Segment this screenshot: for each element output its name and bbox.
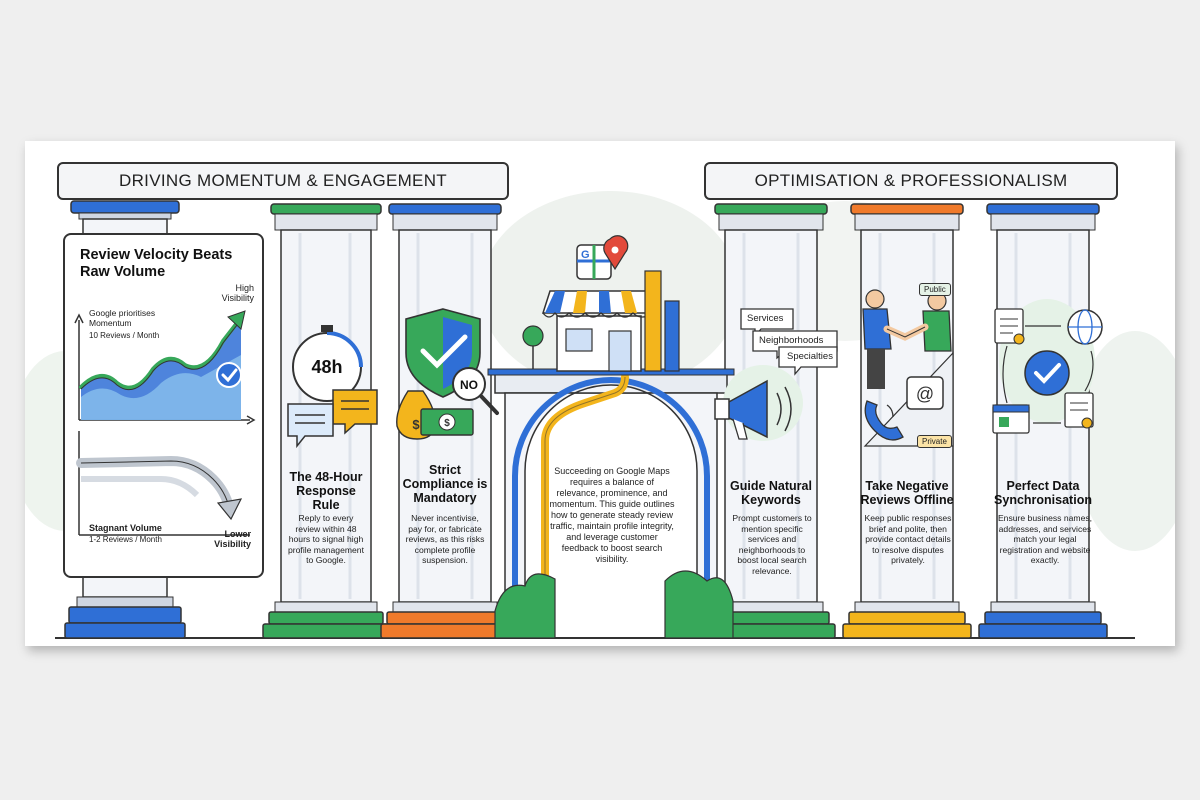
google-g-letter: G [581, 249, 590, 261]
public-tag: Public [919, 283, 951, 296]
high-visibility-label: High Visibility [221, 283, 254, 303]
stagnant-rate: 1-2 Reviews / Month [89, 535, 162, 544]
phone-icon [864, 400, 904, 441]
body-48-hour: Reply to every review within 48 hours to… [288, 513, 364, 566]
infographic-card: G 48h $ $ [25, 141, 1175, 646]
stopwatch-label: 48h [311, 357, 342, 377]
google-maps-icon [576, 235, 629, 280]
body-keywords: Prompt customers to mention specific ser… [732, 513, 812, 576]
body-negative-reviews: Keep public responses brief and polite, … [864, 513, 952, 566]
title-negative-reviews: Take Negative Reviews Offline [860, 479, 954, 507]
stagnant-label: Stagnant Volume [89, 523, 162, 533]
private-tag: Private [917, 435, 952, 448]
center-arch [487, 368, 735, 605]
body-data-sync: Ensure business names, addresses, and se… [997, 513, 1093, 566]
no-label: NO [460, 378, 478, 392]
svg-text:$: $ [412, 417, 420, 432]
section-header-optimisation: OPTIMISATION & PROFESSIONALISM [704, 162, 1118, 200]
center-intro-text: Succeeding on Google Maps requires a bal… [549, 466, 675, 564]
velocity-chart [74, 310, 256, 536]
lower-visibility-label: Lower Visibility [214, 529, 251, 549]
stopwatch-icon: 48h [292, 325, 363, 402]
magnifier-no-icon: NO [452, 367, 499, 415]
section-header-momentum: DRIVING MOMENTUM & ENGAGEMENT [57, 162, 509, 200]
title-compliance: Strict Compliance is Mandatory [402, 463, 488, 505]
megaphone-icon [714, 365, 803, 441]
body-compliance: Never incentivise, pay for, or fabricate… [405, 513, 485, 566]
svg-text:$: $ [444, 418, 450, 429]
money-bag-icon: $ $ [396, 390, 474, 440]
storefront-icon [522, 270, 680, 372]
panel-title: Review Velocity Beats Raw Volume [80, 247, 233, 280]
chat-bubbles-icon [287, 389, 378, 449]
title-48-hour: The 48-Hour Response Rule [289, 470, 363, 512]
svg-text:@: @ [916, 384, 934, 404]
keyword-bubbles [740, 308, 838, 376]
data-sync-icon [992, 299, 1103, 434]
email-at-icon: @ [906, 376, 944, 410]
bubble-services: Services [747, 313, 784, 324]
title-keywords: Guide Natural Keywords [730, 479, 812, 507]
bubble-specialties: Specialties [787, 351, 833, 362]
title-data-sync: Perfect Data Synchronisation [994, 479, 1092, 507]
bubble-neighborhoods: Neighborhoods [759, 335, 824, 346]
review-velocity-panel: Review Velocity Beats Raw Volume Google … [63, 233, 264, 578]
momentum-rate: 10 Reviews / Month [89, 331, 160, 340]
momentum-note: Google prioritises Momentum [89, 308, 156, 328]
handshake-icon [862, 289, 952, 389]
